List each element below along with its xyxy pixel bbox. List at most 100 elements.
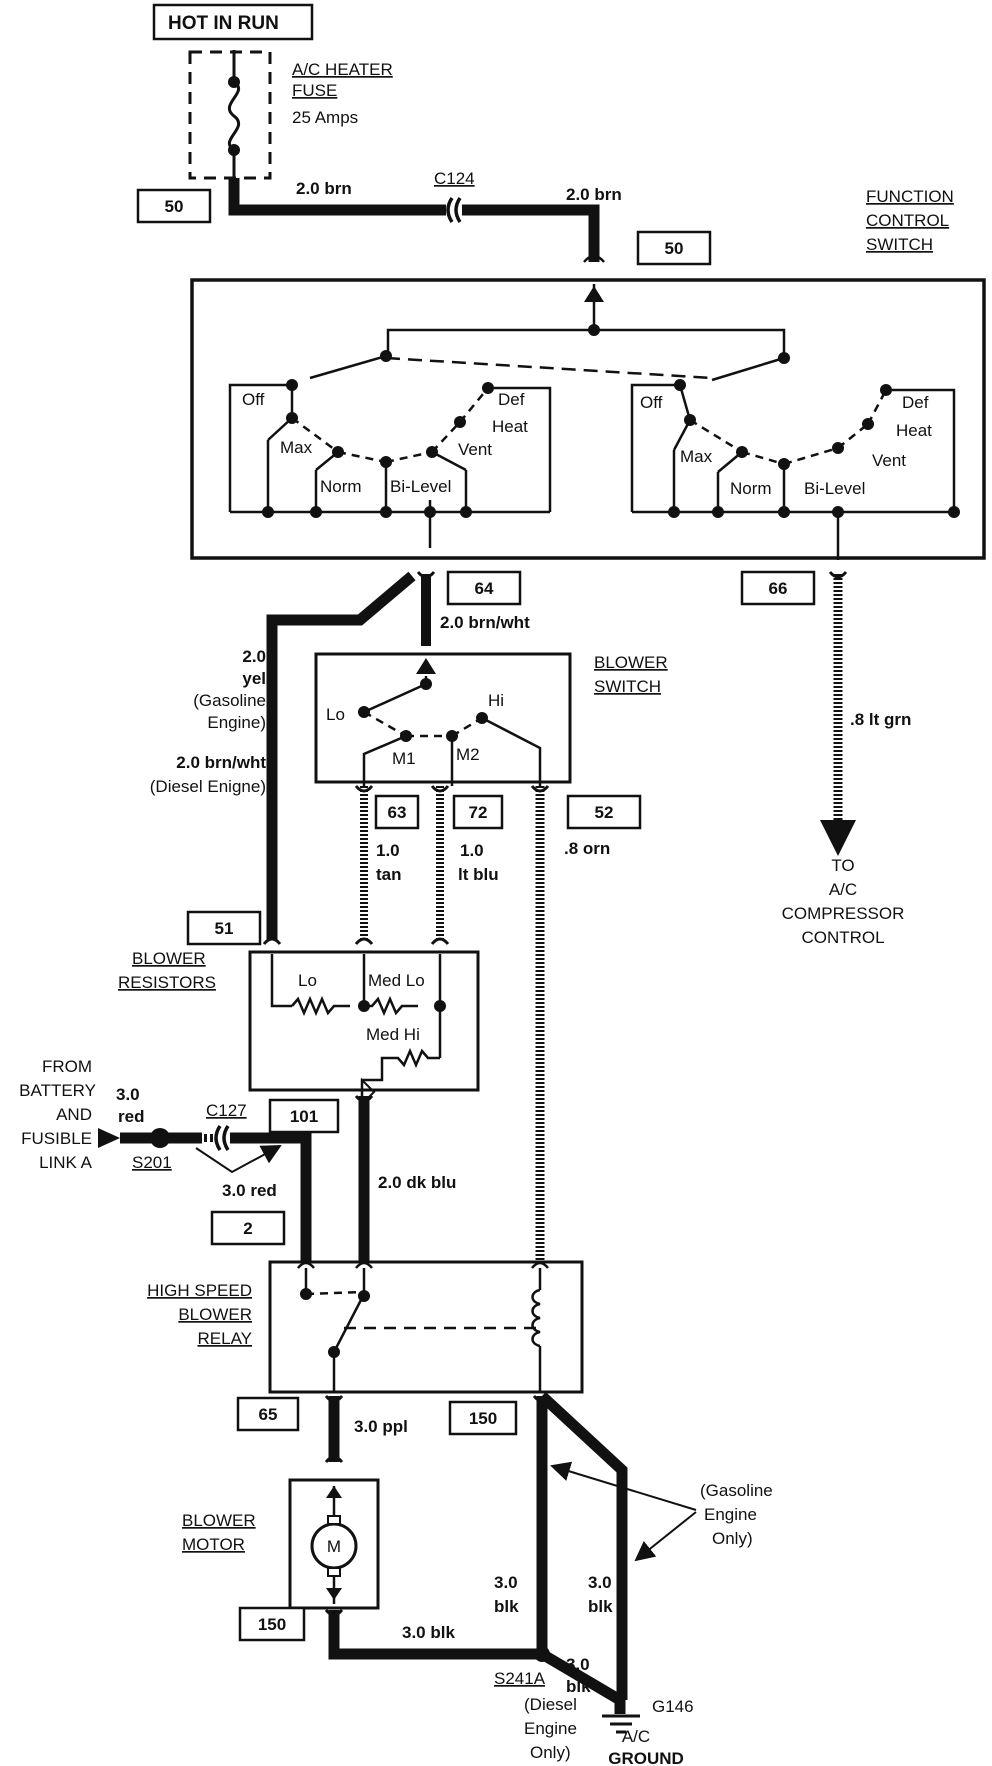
fcs-left-vent: Vent bbox=[458, 440, 492, 459]
gasoline-note-2: Engine bbox=[704, 1505, 757, 1524]
circuit-150-relay: 150 bbox=[469, 1409, 497, 1428]
wire-yel-label-1: 2.0 bbox=[242, 647, 266, 666]
function-switch-title-1: FUNCTION bbox=[866, 187, 954, 206]
wire-blk-mid-label-1: 3.0 bbox=[494, 1573, 518, 1592]
wire-tan-label-1: 1.0 bbox=[376, 841, 400, 860]
wire-red-label-2: red bbox=[118, 1107, 144, 1126]
battery-line-2: BATTERY bbox=[19, 1081, 96, 1100]
blower-switch-arrow bbox=[416, 658, 436, 674]
compressor-line-4: CONTROL bbox=[801, 928, 884, 947]
relay-contacts bbox=[300, 1288, 370, 1358]
circuit-72-box bbox=[452, 794, 504, 830]
fcs-right-max: Max bbox=[680, 447, 713, 466]
compressor-line-3: COMPRESSOR bbox=[782, 904, 905, 923]
gasoline-note-1: (Gasoline bbox=[700, 1481, 773, 1500]
fuse-symbol bbox=[227, 50, 241, 180]
wire-ppl-label: 3.0 ppl bbox=[354, 1417, 408, 1436]
wire-brn-wht-diesel-label-2: (Diesel Enigne) bbox=[150, 777, 266, 796]
circuit-50-left: 50 bbox=[165, 197, 184, 216]
blower-switch-out-connectors bbox=[354, 785, 550, 793]
blower-switch-title-2: SWITCH bbox=[594, 677, 661, 696]
relay-internal bbox=[297, 1261, 549, 1392]
wire-orn-label: .8 orn bbox=[564, 839, 610, 858]
diesel-note-1: (Diesel bbox=[524, 1695, 577, 1714]
fcs-left-off: Off bbox=[242, 390, 265, 409]
ground-symbol bbox=[602, 1714, 640, 1734]
fcs-right-off: Off bbox=[640, 393, 663, 412]
blower-switch-m2: M2 bbox=[456, 745, 480, 764]
blower-switch-contacts bbox=[358, 678, 488, 742]
motor-arrow-down bbox=[326, 1588, 342, 1600]
circuit-50-right: 50 bbox=[665, 239, 684, 258]
fcs-right-bilevel: Bi-Level bbox=[804, 479, 865, 498]
wire-red-label-1: 3.0 bbox=[116, 1085, 140, 1104]
resistor-lo: Lo bbox=[298, 971, 317, 990]
wire-2-brn bbox=[228, 178, 446, 216]
circuit-150-motor: 150 bbox=[258, 1615, 286, 1634]
circuit-66: 66 bbox=[769, 579, 788, 598]
fcs-left-heat: Heat bbox=[492, 417, 528, 436]
compressor-line-1: TO bbox=[831, 856, 854, 875]
splice-s241a bbox=[534, 1646, 550, 1662]
circuit-63: 63 bbox=[388, 803, 407, 822]
resistor-med-lo: Med Lo bbox=[368, 971, 425, 990]
ground-g146: G146 bbox=[652, 1697, 694, 1716]
circuit-66-box bbox=[740, 570, 816, 606]
gasoline-note-arrow-2 bbox=[634, 1511, 697, 1562]
ground-label-1: A/C bbox=[622, 1727, 650, 1746]
wire-2-brn-right bbox=[462, 204, 600, 262]
fcs-left-bilevel: Bi-Level bbox=[390, 477, 451, 496]
wire-dk-blu-label: 2.0 dk blu bbox=[378, 1173, 456, 1192]
circuit-101: 101 bbox=[290, 1107, 318, 1126]
battery-feed-arrow bbox=[98, 1128, 120, 1148]
connector-c124-symbol bbox=[446, 197, 462, 223]
fcs-right-vent: Vent bbox=[872, 451, 906, 470]
circuit-64: 64 bbox=[475, 579, 494, 598]
relay-box bbox=[268, 1260, 584, 1394]
splice-s201 bbox=[150, 1128, 170, 1148]
battery-line-3: AND bbox=[56, 1105, 92, 1124]
fcs-right-def: Def bbox=[902, 393, 929, 412]
function-switch-title-3: SWITCH bbox=[866, 235, 933, 254]
wire-lt-blu-label-2: lt blu bbox=[458, 865, 499, 884]
fcs-right-norm: Norm bbox=[730, 479, 772, 498]
wire-tan-label-2: tan bbox=[376, 865, 402, 884]
blower-switch-hi: Hi bbox=[488, 691, 504, 710]
circuit-50-left-box bbox=[136, 188, 212, 224]
circuit-65-box bbox=[236, 1396, 300, 1432]
resistor-nodes bbox=[358, 1000, 446, 1012]
battery-line-1: FROM bbox=[42, 1057, 92, 1076]
circuit-101-box bbox=[268, 1098, 340, 1134]
wire-blk-motor bbox=[328, 1610, 542, 1660]
wire-2-brn-wht-label: 2.0 brn/wht bbox=[440, 613, 530, 632]
blower-motor-title-1: BLOWER bbox=[182, 1511, 256, 1530]
circuit-51-box bbox=[186, 910, 262, 946]
blower-resistors-title-1: BLOWER bbox=[132, 949, 206, 968]
battery-line-5: LINK A bbox=[39, 1153, 93, 1172]
blower-motor-title-2: MOTOR bbox=[182, 1535, 245, 1554]
diesel-note-3: Only) bbox=[530, 1743, 571, 1762]
resistor-out-connector bbox=[354, 1095, 374, 1103]
circuit-150-relay-box bbox=[448, 1400, 518, 1436]
wire-red-lower-label: 3.0 red bbox=[222, 1181, 277, 1200]
motor-brush-bottom bbox=[327, 1567, 341, 1577]
fcs-left-def: Def bbox=[498, 390, 525, 409]
circuit-50-right-box bbox=[636, 230, 712, 266]
circuit-72: 72 bbox=[469, 803, 488, 822]
wire-3-red-loop bbox=[195, 1145, 282, 1174]
splice-s201-label: S201 bbox=[132, 1153, 172, 1172]
fuse-name-1: A/C HEATER bbox=[292, 60, 393, 79]
function-switch-contacts bbox=[262, 324, 960, 518]
hot-in-run-label: HOT IN RUN bbox=[168, 13, 279, 34]
wire-yel-label-2: yel bbox=[242, 669, 266, 688]
wire-2-yel bbox=[266, 571, 416, 940]
circuit-52: 52 bbox=[595, 803, 614, 822]
function-switch-title-2: CONTROL bbox=[866, 211, 949, 230]
wire-yel-label-4: Engine) bbox=[207, 713, 266, 732]
relay-title-3: RELAY bbox=[198, 1329, 253, 1348]
wire-brn-wht-diesel-label-1: 2.0 brn/wht bbox=[176, 753, 266, 772]
blower-resistors-box bbox=[248, 950, 480, 1092]
wire-blk-right-label-1: 3.0 bbox=[588, 1573, 612, 1592]
motor-m-label: M bbox=[327, 1537, 341, 1556]
circuit-2: 2 bbox=[243, 1219, 252, 1238]
